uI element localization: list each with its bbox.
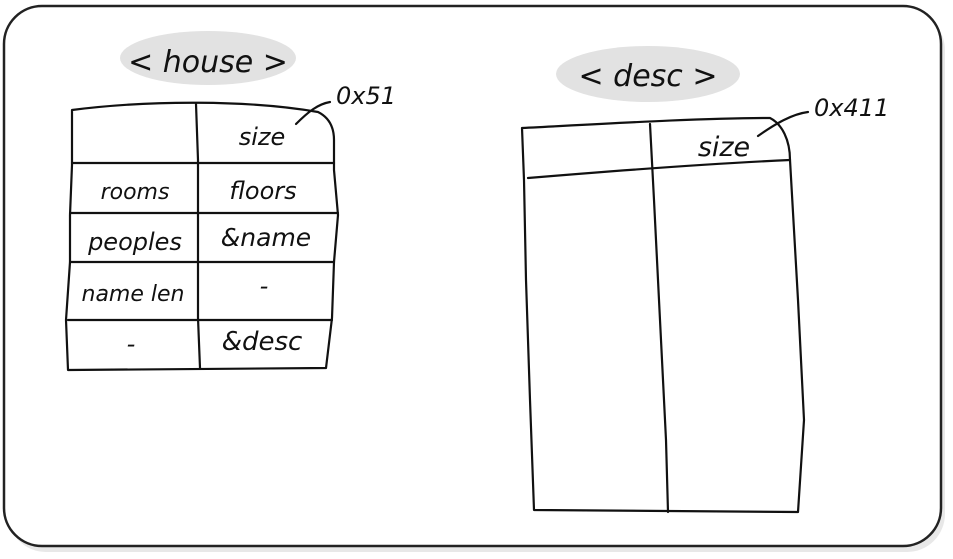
house-cell: rooms bbox=[101, 180, 170, 205]
desc-column-divider bbox=[648, 122, 670, 514]
house-cell: &desc bbox=[222, 327, 303, 357]
desc-annotation: 0x411 bbox=[814, 94, 889, 122]
house-struct: < house > 0x51 size rooms floors peoples… bbox=[64, 31, 396, 372]
desc-cell: size bbox=[698, 132, 750, 163]
house-cell: floors bbox=[229, 177, 296, 205]
desc-title: < desc > bbox=[579, 59, 718, 94]
house-annotation-arrow bbox=[294, 100, 332, 126]
house-title: < house > bbox=[128, 45, 288, 80]
house-column-divider bbox=[194, 102, 202, 370]
house-cell: - bbox=[260, 272, 269, 300]
house-title-highlight bbox=[120, 31, 296, 85]
desc-table-border bbox=[520, 116, 806, 514]
drawing-frame bbox=[2, 4, 943, 548]
desc-header-divider bbox=[526, 158, 792, 180]
house-cell: size bbox=[239, 123, 286, 151]
house-annotation: 0x51 bbox=[336, 82, 396, 110]
house-table-border bbox=[64, 101, 340, 372]
house-cell: peoples bbox=[87, 228, 182, 256]
desc-struct: < desc > 0x411 size bbox=[520, 46, 889, 514]
desc-title-highlight bbox=[556, 46, 740, 102]
house-cell: - bbox=[127, 330, 136, 358]
house-cell: name len bbox=[82, 282, 185, 307]
desc-annotation-arrow bbox=[756, 110, 810, 138]
house-cell: &name bbox=[221, 223, 311, 252]
